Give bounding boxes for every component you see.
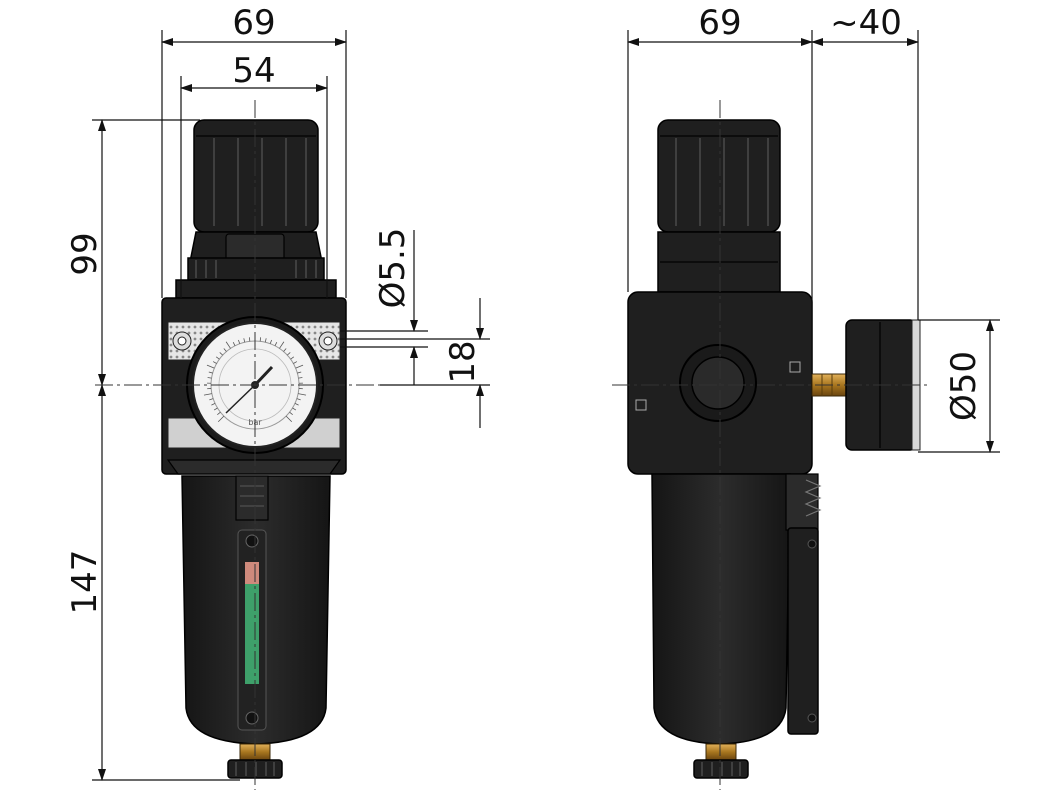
dim-18-label: 18 [443, 340, 483, 383]
gauge-tick [279, 341, 285, 349]
front-dim-lower-height: 147 [65, 384, 240, 781]
gauge-tick [215, 356, 220, 360]
dim-54-label: 54 [232, 51, 275, 91]
gauge-tick [274, 342, 278, 346]
gauge-tick [238, 339, 241, 344]
gauge-tick [264, 338, 267, 343]
side-dim-width: 69 [627, 3, 813, 374]
side-dim-40-label: ~40 [830, 3, 902, 43]
side-dim-gauge-protrusion: ~40 [811, 3, 919, 320]
front-bonnet [175, 231, 337, 299]
dim-hole-label: Ø5.5 [373, 228, 413, 309]
gauge-tick [225, 341, 231, 349]
front-dim-hole-spacing: 18 [340, 298, 490, 428]
gauge-tick [212, 361, 217, 364]
gauge-tick [206, 364, 215, 369]
front-dim-overall-width: 69 [161, 3, 347, 298]
front-view: bar [65, 3, 490, 790]
gauge-tick [298, 393, 307, 396]
front-dim-upper-height: 99 [65, 119, 200, 386]
gauge-tick [217, 411, 221, 416]
side-dim-69-label: 69 [698, 3, 741, 43]
gauge-tick [297, 371, 302, 374]
gauge-tick [269, 339, 272, 344]
side-drain-valve [693, 743, 749, 779]
gauge-tick [203, 393, 212, 396]
gauge-tick [209, 398, 214, 401]
dim-99-label: 99 [65, 232, 105, 275]
side-view: 69 ~40 Ø50 [612, 3, 1000, 790]
gauge-tick [211, 403, 216, 406]
gauge-tick [285, 415, 293, 423]
gauge-tick [243, 338, 246, 343]
front-dim-hole-diameter: Ø5.5 [340, 228, 428, 385]
side-dim-gauge-diameter: Ø50 [918, 319, 1000, 453]
dim-69-label: 69 [232, 3, 275, 43]
gauge-tick [295, 364, 304, 369]
gauge-tick [213, 407, 218, 411]
gauge-tick [296, 398, 301, 401]
dim-147-label: 147 [65, 550, 105, 615]
gauge-tick [298, 377, 303, 379]
gauge-tick [293, 361, 298, 364]
gauge-tick [289, 411, 293, 416]
gauge-tick [219, 352, 223, 356]
gauge-tick [287, 352, 291, 356]
gauge-tick [217, 415, 225, 423]
gauge-tick [208, 371, 213, 374]
gauge-tick [232, 342, 236, 346]
gauge-tick [283, 348, 287, 352]
gauge-tick [292, 407, 297, 411]
gauge-tick [223, 348, 227, 352]
front-filter-bowl [181, 475, 331, 745]
front-adjust-knob [193, 119, 319, 233]
side-dim-50-label: Ø50 [944, 351, 984, 421]
side-adjust-knob [657, 119, 781, 233]
gauge-tick [207, 377, 212, 379]
side-filter-bowl [651, 473, 822, 745]
gauge-tick [294, 403, 299, 406]
gauge-tick [290, 356, 295, 360]
front-dim-mount-width: 54 [180, 51, 328, 298]
